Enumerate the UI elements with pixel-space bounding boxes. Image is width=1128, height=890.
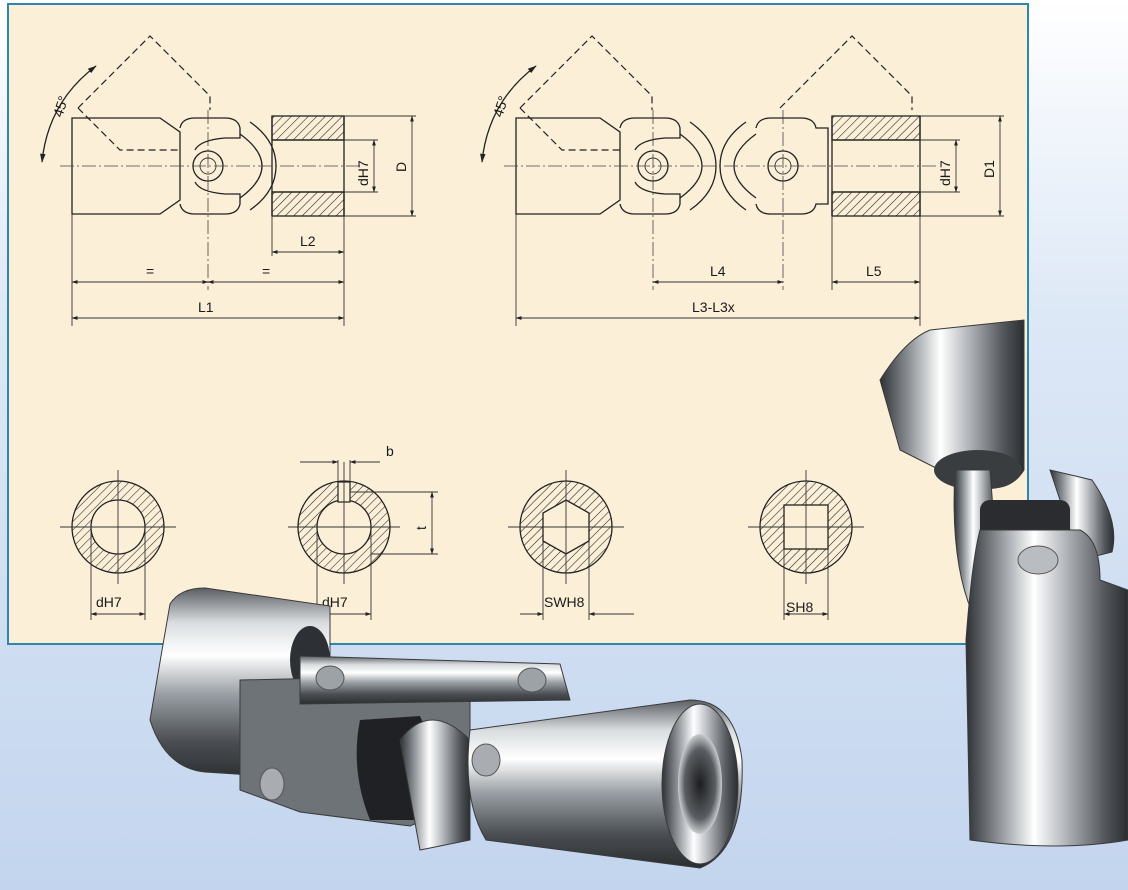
double-joint-drawing bbox=[480, 35, 1004, 326]
l1-label: L1 bbox=[198, 299, 214, 315]
l4-label: L4 bbox=[710, 263, 726, 279]
bore-tolerance-label-double: dH7 bbox=[937, 160, 953, 186]
outer-diameter-label: D bbox=[393, 162, 409, 172]
keyway-width-label: b bbox=[386, 443, 394, 459]
angle-label-single: 45° bbox=[50, 94, 72, 119]
section-round-label: dH7 bbox=[96, 594, 122, 610]
universal-joint-photo-horizontal bbox=[149, 587, 743, 869]
equal-left-label: = bbox=[146, 263, 154, 279]
drawing-panel bbox=[7, 3, 1029, 645]
bore-tolerance-label: dH7 bbox=[355, 160, 371, 186]
section-square-label: SH8 bbox=[786, 599, 813, 615]
keyway-depth-label: t bbox=[413, 526, 429, 530]
bore-section-keyway bbox=[288, 460, 438, 620]
single-joint-drawing bbox=[40, 35, 416, 326]
equal-right-label: = bbox=[262, 263, 270, 279]
outer-diameter-d1-label: D1 bbox=[981, 160, 997, 178]
l5-label: L5 bbox=[866, 263, 882, 279]
angle-label-double: 45° bbox=[490, 94, 512, 119]
universal-joint-photo-vertical bbox=[879, 319, 1128, 847]
l3-label: L3-L3x bbox=[692, 299, 735, 315]
l2-label: L2 bbox=[300, 233, 316, 249]
bore-section-hexagon bbox=[508, 470, 634, 620]
bore-section-round bbox=[60, 470, 176, 620]
bore-section-square bbox=[748, 470, 864, 620]
section-hexagon-label: SWH8 bbox=[544, 594, 585, 610]
